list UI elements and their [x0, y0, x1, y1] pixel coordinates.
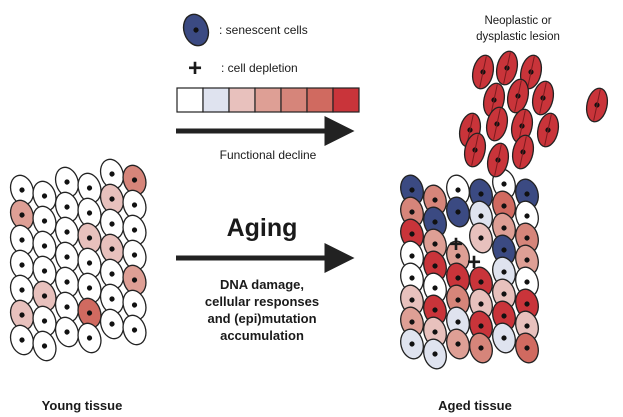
- cell-icon: [469, 200, 493, 232]
- lesion-cell-icon: [510, 108, 534, 144]
- cell-icon: [423, 338, 447, 370]
- mechanism-line-1: DNA damage,: [220, 277, 304, 292]
- lesion-label-line-2: dysplastic lesion: [476, 31, 560, 43]
- young-tissue: [9, 158, 147, 362]
- senescent-cell-icon: [515, 178, 539, 210]
- cell-icon: [99, 308, 125, 340]
- scale-box: [280, 87, 308, 113]
- cell-icon: [400, 240, 424, 272]
- decline-arrow: Functional decline: [176, 116, 355, 162]
- mechanism-line-4: accumulation: [220, 328, 304, 343]
- cell-icon: [9, 274, 35, 306]
- young-tissue-caption: Young tissue: [42, 398, 123, 413]
- cell-icon: [469, 222, 493, 254]
- cell-icon: [9, 324, 35, 356]
- cell-icon: [99, 283, 125, 315]
- cell-icon: [77, 322, 102, 354]
- cell-icon: [446, 284, 470, 316]
- senescent-label: : senescent cells: [219, 23, 308, 37]
- lesion-cell-icon: [463, 132, 487, 168]
- legend-depletion: + : cell depletion: [188, 55, 298, 82]
- cell-icon: [515, 222, 539, 254]
- cell-icon: [423, 294, 447, 326]
- aged-tissue: [400, 168, 539, 370]
- cell-icon: [32, 330, 57, 362]
- scale-box: [332, 87, 360, 113]
- lesion-label-line-1: Neoplastic or: [484, 15, 551, 27]
- lesion-cell-icon: [536, 112, 560, 148]
- lesion-cluster: [458, 50, 609, 178]
- cell-icon: [469, 332, 493, 364]
- scale-box: [176, 87, 204, 113]
- depletion-marks: + +: [449, 231, 481, 276]
- senescent-cell-icon: [182, 13, 210, 47]
- lesion-cell-icon: [511, 134, 535, 170]
- lesion-cell-icon: [485, 106, 509, 142]
- plus-icon: +: [449, 231, 463, 258]
- scale-box: [202, 87, 230, 113]
- cell-icon: [99, 158, 125, 190]
- plus-icon: +: [188, 55, 202, 82]
- cell-icon: [122, 239, 147, 271]
- lesion-cell-icon: [486, 142, 510, 178]
- mechanism-line-2: cellular responses: [205, 294, 319, 309]
- plus-icon: +: [467, 249, 481, 276]
- cell-icon: [122, 314, 147, 346]
- cell-icon: [492, 190, 516, 222]
- cell-icon: [469, 310, 493, 342]
- cell-icon: [54, 316, 80, 348]
- cell-icon: [492, 322, 516, 354]
- cell-icon: [446, 328, 470, 360]
- mechanism-line-3: and (epi)mutation: [207, 311, 316, 326]
- color-scale: [176, 87, 360, 113]
- lesion-cell-icon: [506, 78, 530, 114]
- scale-box: [254, 87, 282, 113]
- cell-icon: [9, 174, 35, 206]
- senescent-cell-icon: [492, 234, 516, 266]
- cell-icon: [515, 332, 539, 364]
- legend-senescent: : senescent cells: [182, 13, 308, 47]
- scale-box: [228, 87, 256, 113]
- depletion-label: : cell depletion: [221, 61, 298, 75]
- lesion-cell-icon: [585, 87, 609, 123]
- aging-title: Aging: [227, 214, 298, 242]
- decline-label: Functional decline: [220, 148, 317, 162]
- cell-icon: [9, 199, 35, 231]
- senescent-cell-icon: [423, 206, 447, 238]
- cell-icon: [77, 272, 102, 304]
- lesion-label: Neoplastic or dysplastic lesion: [476, 15, 560, 43]
- cell-icon: [446, 306, 470, 338]
- cell-icon: [469, 288, 493, 320]
- cell-icon: [400, 328, 424, 360]
- lesion-cell-icon: [531, 80, 555, 116]
- cell-icon: [122, 289, 147, 321]
- cell-icon: [400, 262, 424, 294]
- aged-tissue-caption: Aged tissue: [438, 398, 512, 413]
- senescent-cell-icon: [446, 196, 470, 228]
- cell-icon: [446, 174, 470, 206]
- lesion-cell-icon: [495, 50, 519, 86]
- cell-icon: [32, 280, 57, 312]
- lesion-cell-icon: [471, 54, 495, 90]
- scale-box: [306, 87, 334, 113]
- aging-block: Aging DNA damage, cellular responses and…: [176, 214, 355, 343]
- cell-icon: [492, 278, 516, 310]
